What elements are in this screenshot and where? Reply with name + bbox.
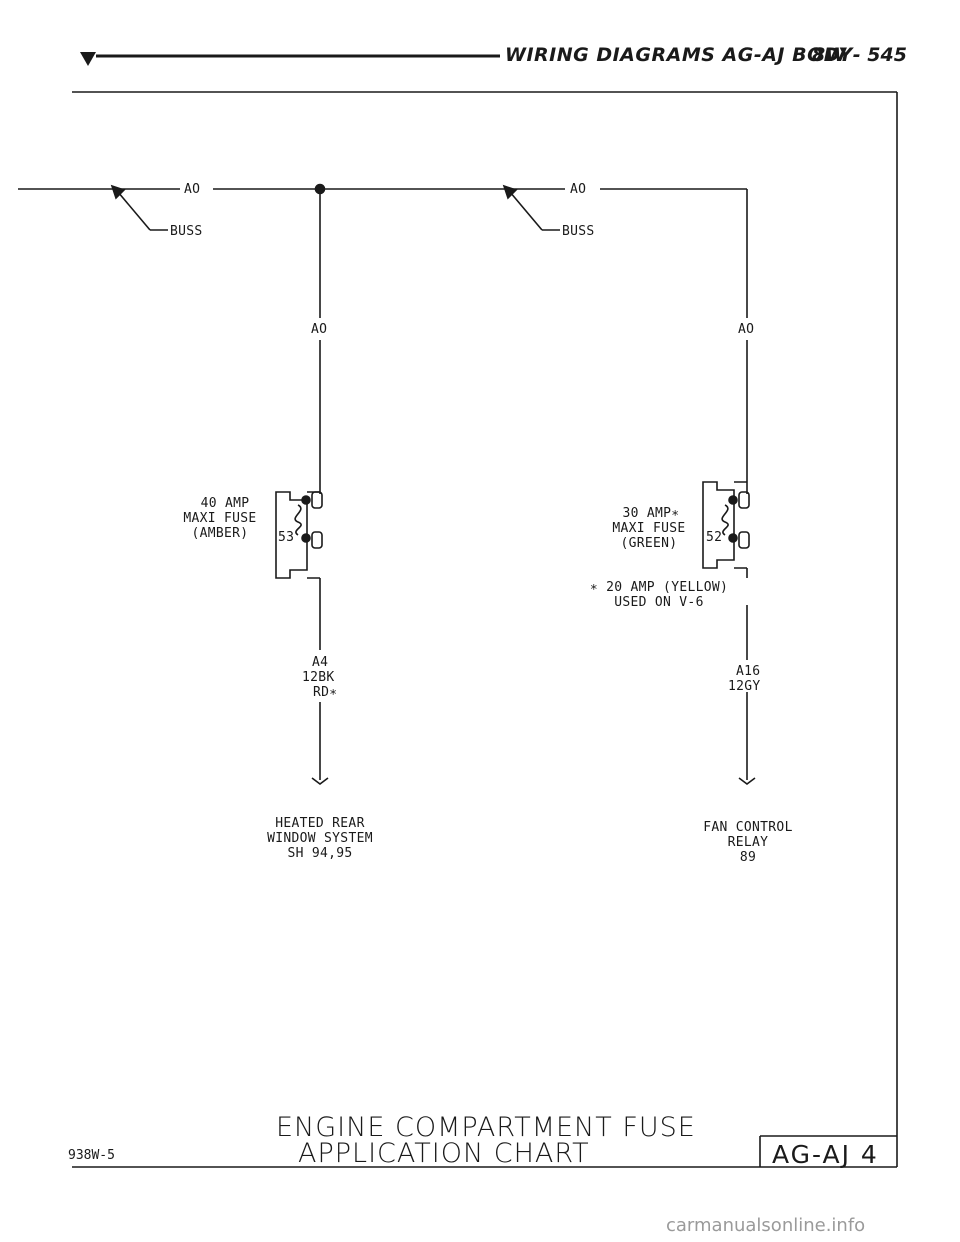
left-output-wire-id: A4 — [312, 655, 329, 670]
right-feed-wire-label: AO — [738, 322, 755, 337]
diagram-title-line2: APPLICATION CHART — [298, 1138, 590, 1169]
left-destination-line1: HEATED REAR — [275, 816, 365, 831]
right-maxi-fuse — [702, 481, 735, 569]
left-connector-icon — [311, 777, 329, 785]
section-page-id: AG-AJ 4 — [772, 1140, 879, 1169]
right-fuse-cavity: 52 — [706, 530, 723, 545]
right-fuse-note-line2: USED ON V-6 — [614, 595, 704, 610]
right-destination-line3: 89 — [739, 850, 757, 865]
right-output-wire-id: A16 — [736, 664, 761, 679]
right-fuse-note-line1: ∗ 20 AMP (YELLOW) — [589, 580, 729, 595]
left-fuse-cavity: 53 — [278, 530, 295, 545]
left-maxi-fuse — [275, 491, 308, 579]
right-fuse-color: (GREEN) — [620, 536, 678, 551]
left-output-wire-color: RD∗ — [313, 685, 338, 700]
header-rule — [80, 52, 500, 66]
diagram-title-line1: ENGINE COMPARTMENT FUSE — [276, 1112, 696, 1143]
left-bus-wire-label: AO — [184, 182, 201, 197]
left-buss-label: BUSS — [170, 224, 203, 239]
diagram-code: 938W-5 — [68, 1148, 115, 1163]
right-fuse-type: MAXI FUSE — [612, 521, 686, 536]
left-fuse-rating: 40 AMP — [200, 496, 250, 511]
left-fuse-type: MAXI FUSE — [183, 511, 257, 526]
left-output-wire-gauge: 12BK — [302, 670, 335, 685]
right-output-wire-gauge: 12GY — [728, 679, 761, 694]
right-buss-label: BUSS — [562, 224, 595, 239]
left-destination-line2: WINDOW SYSTEM — [267, 831, 373, 846]
header-triangle-icon — [80, 52, 96, 66]
page-number: 8W - 545 — [812, 44, 907, 66]
left-fuse-color: (AMBER) — [191, 526, 249, 541]
right-destination-line2: RELAY — [727, 835, 769, 850]
right-buss-leader — [509, 191, 543, 231]
left-destination-line3: SH 94,95 — [287, 846, 353, 861]
site-watermark: carmanualsonline.info — [666, 1215, 866, 1236]
right-connector-icon — [738, 777, 756, 785]
page-header-title: WIRING DIAGRAMS AG-AJ BODY — [505, 44, 853, 66]
left-feed-wire-label: AO — [311, 322, 328, 337]
right-fuse-rating: 30 AMP∗ — [622, 506, 680, 521]
right-destination-line1: FAN CONTROL — [703, 820, 793, 835]
left-buss-leader — [117, 191, 151, 231]
right-bus-wire-label: AO — [570, 182, 587, 197]
